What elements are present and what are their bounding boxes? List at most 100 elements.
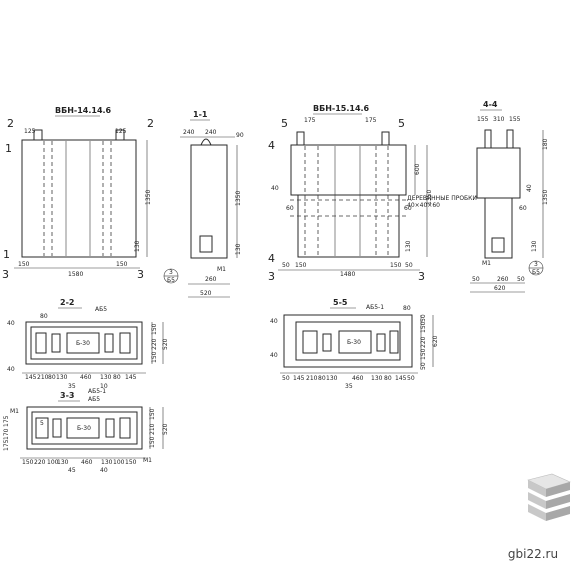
svg-text:3: 3	[169, 269, 173, 276]
svg-text:145: 145	[395, 375, 407, 382]
svg-text:1350: 1350	[235, 191, 242, 206]
svg-text:1: 1	[3, 248, 10, 261]
svg-text:5: 5	[398, 117, 405, 130]
svg-text:35: 35	[345, 383, 353, 390]
svg-text:60: 60	[519, 205, 527, 212]
svg-text:90: 90	[236, 132, 244, 139]
svg-text:260: 260	[497, 276, 509, 283]
svg-text:4: 4	[268, 139, 275, 152]
svg-text:М1: М1	[143, 457, 152, 464]
svg-text:210: 210	[149, 423, 156, 435]
svg-text:35: 35	[68, 383, 76, 390]
svg-text:1350: 1350	[145, 190, 152, 205]
svg-text:1480: 1480	[340, 271, 355, 278]
svg-text:150: 150	[420, 321, 427, 333]
section-profile-upper	[476, 147, 521, 199]
svg-text:130: 130	[235, 243, 242, 255]
svg-text:175: 175	[304, 117, 316, 124]
svg-text:150: 150	[151, 323, 158, 335]
svg-text:80: 80	[113, 374, 121, 381]
svg-text:150: 150	[22, 459, 34, 466]
svg-text:4: 4	[268, 252, 275, 265]
view-vbn-15-14-6: ВБН-15.14.6 5 5 4 4 3 3 175 175 600 1350…	[268, 104, 477, 283]
svg-text:50: 50	[282, 262, 290, 269]
svg-text:130: 130	[405, 240, 412, 252]
block-elevation	[21, 139, 137, 258]
svg-text:100: 100	[47, 459, 59, 466]
svg-text:40: 40	[270, 318, 278, 325]
svg-text:АБ5-1: АБ5-1	[88, 388, 106, 395]
svg-text:100: 100	[113, 459, 125, 466]
svg-text:220: 220	[34, 459, 46, 466]
svg-text:150: 150	[125, 459, 137, 466]
svg-text:80: 80	[403, 305, 411, 312]
svg-text:40: 40	[526, 184, 533, 192]
svg-text:150: 150	[151, 351, 158, 363]
svg-text:60: 60	[286, 205, 294, 212]
view-title: ВБН-14.14.6	[55, 106, 112, 115]
plan-outline	[26, 406, 143, 450]
svg-text:Б-30: Б-30	[76, 340, 90, 347]
svg-text:3: 3	[268, 270, 275, 283]
svg-text:40: 40	[270, 352, 278, 359]
wood-plug-note: ДЕРЕВЯННЫЕ ПРОБКИ	[407, 195, 477, 202]
svg-text:3: 3	[137, 268, 144, 281]
stacked-blocks-icon	[527, 473, 571, 521]
svg-text:1350: 1350	[426, 190, 433, 205]
svg-text:145: 145	[293, 375, 305, 382]
svg-text:150: 150	[116, 261, 128, 268]
plan-outline	[283, 314, 413, 368]
svg-text:260: 260	[205, 276, 217, 283]
svg-text:150: 150	[18, 261, 30, 268]
svg-text:ВБН-15.14.6: ВБН-15.14.6	[313, 104, 370, 113]
section-profile-lower	[484, 197, 513, 259]
svg-text:150: 150	[295, 262, 307, 269]
svg-text:620: 620	[494, 285, 506, 292]
svg-text:150: 150	[420, 348, 427, 360]
svg-text:1-1: 1-1	[193, 110, 208, 119]
svg-text:АБ5-1: АБ5-1	[366, 304, 384, 311]
section-4-4: 4-4 155 310 155 180 1350 40 60 130 50 26…	[470, 100, 549, 293]
svg-text:3: 3	[418, 270, 425, 283]
svg-text:Б-30: Б-30	[347, 339, 361, 346]
svg-text:3: 3	[2, 268, 9, 281]
svg-text:2-2: 2-2	[60, 298, 74, 307]
svg-text:130: 130	[326, 375, 338, 382]
plan-5-5: 5-5 АБ5-1 Б-30 40 40 50 145 210 80 130 4…	[270, 298, 439, 390]
svg-text:5: 5	[40, 420, 44, 427]
svg-text:310: 310	[493, 116, 505, 123]
plan-3-3: 3-3 АБ5-1 АБ5 Б-30 М1 175 170 175 5 150 …	[3, 388, 169, 474]
svg-text:520: 520	[162, 338, 169, 350]
svg-text:130: 130	[57, 459, 69, 466]
svg-text:80: 80	[40, 313, 48, 320]
svg-text:130: 130	[100, 374, 112, 381]
svg-text:Б-30: Б-30	[77, 425, 91, 432]
plan-outline	[25, 321, 143, 365]
svg-text:620: 620	[432, 335, 439, 347]
svg-text:220: 220	[151, 338, 158, 350]
svg-text:4-4: 4-4	[483, 100, 498, 109]
svg-text:180: 180	[542, 138, 549, 150]
svg-text:520: 520	[162, 423, 169, 435]
svg-text:520: 520	[200, 290, 212, 297]
svg-text:50: 50	[420, 314, 427, 322]
svg-text:50: 50	[405, 262, 413, 269]
svg-text:80: 80	[48, 374, 56, 381]
svg-text:1: 1	[5, 142, 12, 155]
svg-text:М1: М1	[482, 260, 491, 267]
svg-text:АБ5: АБ5	[88, 396, 100, 403]
svg-text:50: 50	[282, 375, 290, 382]
svg-text:125: 125	[24, 128, 36, 135]
svg-text:145: 145	[125, 374, 137, 381]
svg-text:АБ5: АБ5	[95, 306, 107, 313]
section-profile	[190, 144, 228, 259]
block-elevation-lower	[297, 194, 400, 258]
svg-text:3-3: 3-3	[60, 391, 74, 400]
svg-text:175: 175	[3, 415, 10, 427]
svg-text:125: 125	[115, 128, 127, 135]
svg-text:130: 130	[134, 240, 141, 252]
svg-text:Б5: Б5	[532, 269, 540, 276]
svg-text:130: 130	[56, 374, 68, 381]
